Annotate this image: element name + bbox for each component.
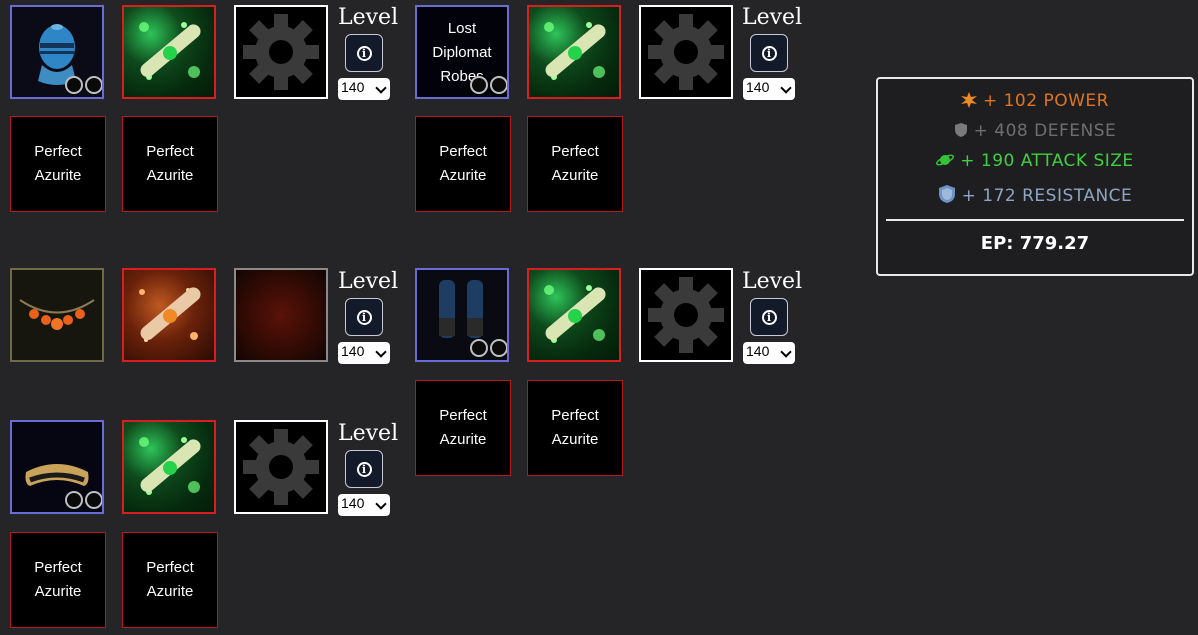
divider (886, 219, 1184, 221)
info-icon: i (356, 461, 372, 477)
blue-boots-icon (439, 280, 483, 338)
stat-attack-size: + 190 ATTACK SIZE (878, 151, 1192, 171)
level-select[interactable]: 140 (743, 78, 795, 100)
level-label: Level (338, 269, 399, 294)
orange-scroll-icon (139, 287, 201, 342)
level-select[interactable]: 140 (338, 78, 390, 100)
info-icon: i (761, 45, 777, 61)
gem-slot[interactable]: Perfect Azurite (10, 116, 106, 212)
green-scroll-icon (544, 22, 606, 80)
empty-slot[interactable] (234, 420, 328, 514)
item-slot-robes[interactable]: Lost Diplomat Robes (415, 5, 509, 99)
green-scroll-icon (544, 285, 606, 343)
level-label: Level (742, 269, 803, 294)
socket-empty[interactable] (470, 76, 488, 94)
socket-empty[interactable] (490, 76, 507, 94)
level-select[interactable]: 140 (743, 342, 795, 364)
stat-power: + 102 POWER (878, 91, 1192, 111)
socket-empty[interactable] (85, 76, 102, 94)
socket-empty[interactable] (65, 491, 83, 509)
empty-slot[interactable] (639, 5, 733, 99)
gem-slot[interactable]: Perfect Azurite (10, 532, 106, 628)
empty-slot[interactable] (639, 268, 733, 362)
socket-empty[interactable] (490, 339, 507, 357)
info-icon: i (761, 309, 777, 325)
info-icon: i (356, 45, 372, 61)
green-scroll-icon (139, 22, 201, 80)
item-slot-necklace[interactable] (10, 268, 104, 362)
green-scroll-icon (139, 437, 201, 495)
resistance-shield-icon (938, 185, 955, 203)
item-slot-helmet[interactable] (10, 5, 104, 99)
ep-value: EP: 779.27 (980, 233, 1090, 254)
gem-slot[interactable]: Perfect Azurite (527, 116, 623, 212)
level-select[interactable]: 140 (338, 342, 390, 364)
info-button[interactable]: i (750, 298, 788, 336)
power-icon (961, 92, 978, 108)
enchant-slot[interactable] (122, 268, 216, 362)
enchant-slot[interactable] (527, 268, 621, 362)
info-button[interactable]: i (345, 298, 383, 336)
shield-icon (954, 123, 967, 137)
level-label: Level (338, 5, 399, 30)
info-button[interactable]: i (750, 34, 788, 72)
stat-defense: + 408 DEFENSE (878, 121, 1192, 141)
level-select[interactable]: 140 (338, 494, 390, 516)
enchant-slot[interactable] (527, 5, 621, 99)
socket-empty[interactable] (470, 339, 488, 357)
stats-panel: + 102 POWER + 408 DEFENSE + 190 ATTACK S… (876, 77, 1194, 276)
amber-necklace-icon (19, 299, 95, 330)
socket-empty[interactable] (65, 76, 83, 94)
gear-icon (243, 429, 319, 505)
gear-icon (243, 14, 319, 90)
item-slot-belt[interactable] (10, 420, 104, 514)
planet-icon (936, 154, 955, 166)
item-slot-boots[interactable] (415, 268, 509, 362)
gem-slot[interactable]: Perfect Azurite (415, 116, 511, 212)
gem-slot[interactable]: Perfect Azurite (122, 116, 218, 212)
gear-icon (648, 14, 724, 90)
stat-resistance: + 172 RESISTANCE (878, 184, 1192, 206)
gem-slot[interactable]: Perfect Azurite (527, 380, 623, 476)
info-icon: i (356, 309, 372, 325)
info-button[interactable]: i (345, 450, 383, 488)
gear-icon (648, 277, 724, 353)
level-label: Level (338, 421, 399, 446)
blurred-slot[interactable] (234, 268, 328, 362)
belt-icon (25, 464, 89, 486)
gem-slot[interactable]: Perfect Azurite (122, 532, 218, 628)
level-label: Level (742, 5, 803, 30)
empty-slot[interactable] (234, 5, 328, 99)
enchant-slot[interactable] (122, 5, 216, 99)
enchant-slot[interactable] (122, 420, 216, 514)
socket-empty[interactable] (85, 491, 102, 509)
gem-slot[interactable]: Perfect Azurite (415, 380, 511, 476)
info-button[interactable]: i (345, 34, 383, 72)
